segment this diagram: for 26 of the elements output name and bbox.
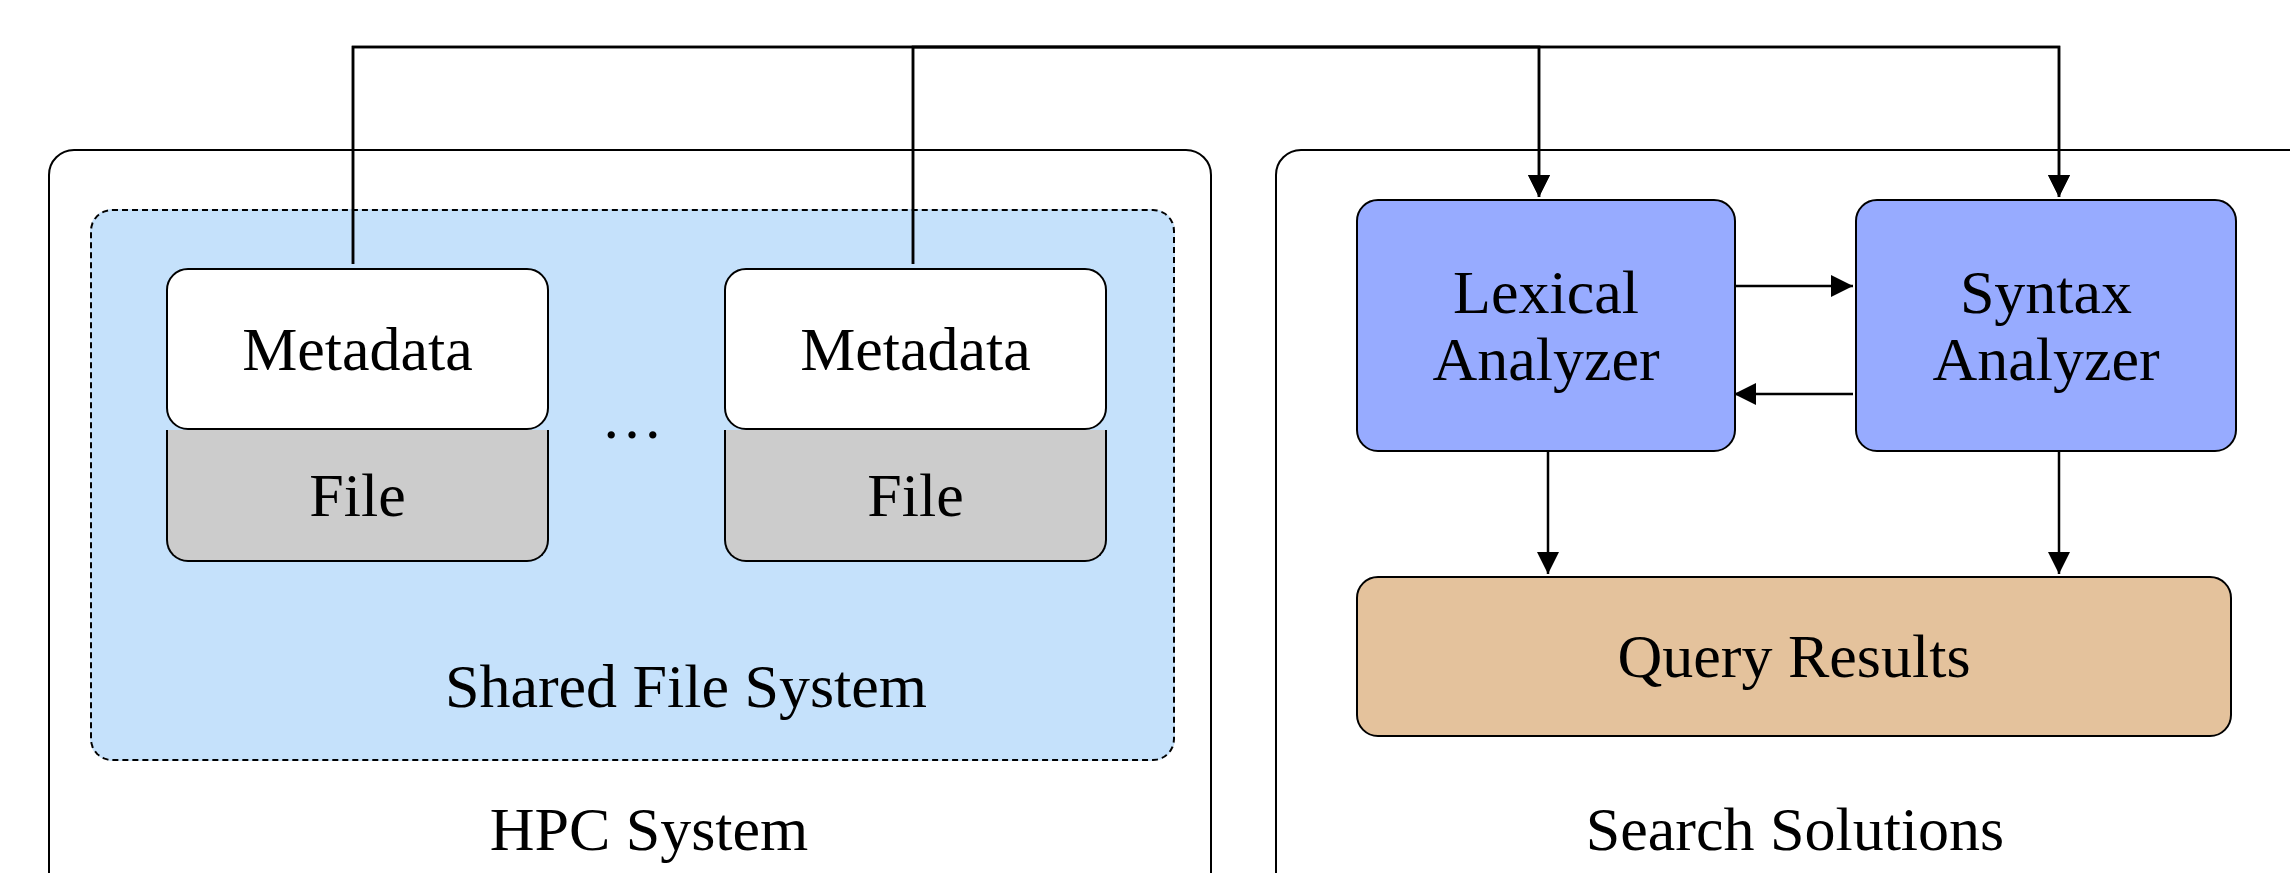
group-label: Shared File System — [444, 652, 928, 720]
node-label: File — [867, 461, 964, 529]
node-label: Lexical Analyzer — [1431, 258, 1661, 393]
arrow — [911, 45, 2070, 264]
group-label: HPC System — [489, 795, 809, 863]
arrow — [1734, 383, 1853, 405]
arrow — [1537, 450, 1559, 574]
system-panel — [1275, 149, 2290, 873]
metadata-box — [166, 268, 549, 430]
node-label: Metadata — [242, 315, 473, 383]
file-system-area — [90, 209, 1175, 761]
arrow — [1734, 275, 1853, 297]
file-box — [166, 430, 549, 562]
arrow — [2048, 450, 2070, 574]
node-label: Syntax Analyzer — [1931, 258, 2161, 393]
process-box — [1855, 199, 2237, 452]
ellipsis-label: … — [601, 384, 663, 452]
node-label: Query Results — [1617, 623, 1971, 690]
result-box — [1356, 576, 2232, 737]
node-label: File — [309, 461, 406, 529]
system-panel — [48, 149, 1212, 873]
node-label: Metadata — [800, 315, 1031, 383]
metadata-box — [724, 268, 1107, 430]
process-box — [1356, 199, 1736, 452]
group-label: Search Solutions — [1585, 795, 2005, 863]
file-box — [724, 430, 1107, 562]
